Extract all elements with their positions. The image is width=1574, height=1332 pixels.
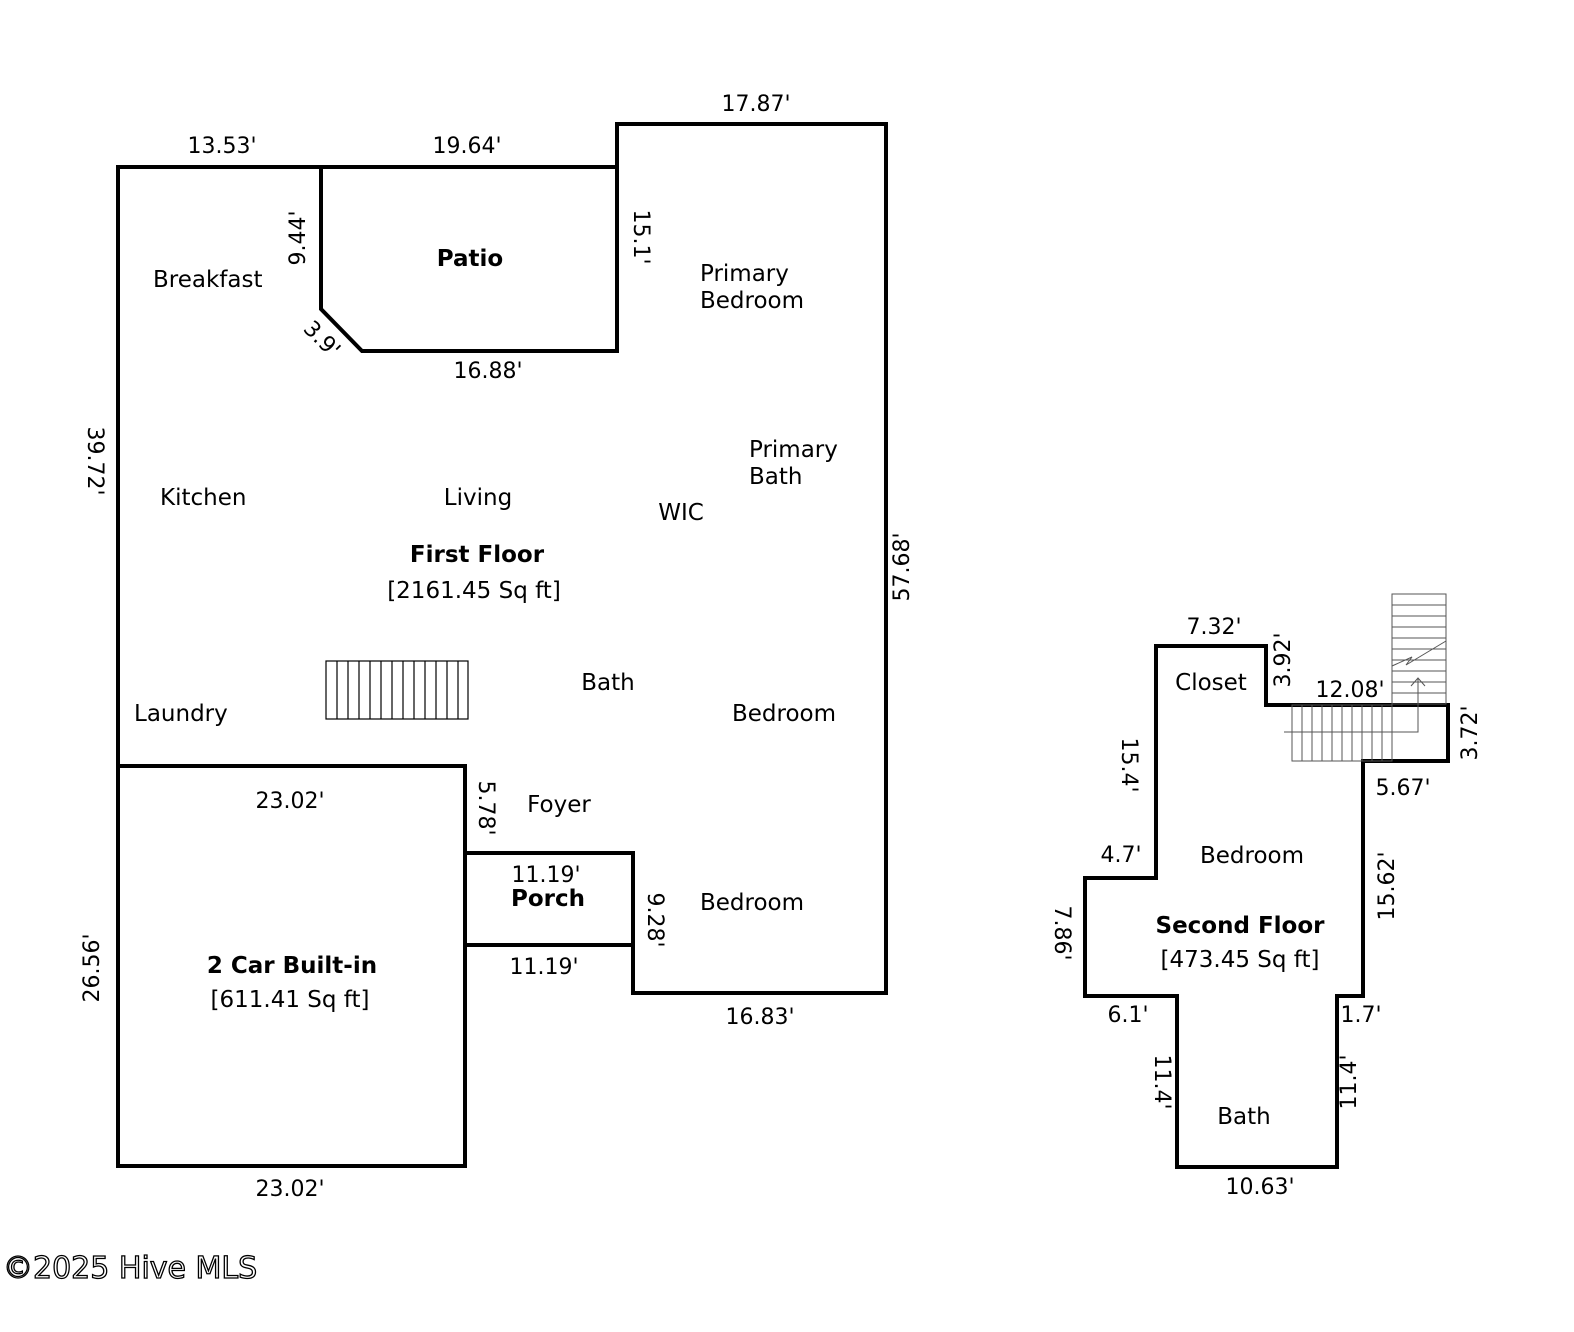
patio-outline (319, 167, 619, 353)
dim-patio-bottom: 16.88' (453, 359, 522, 384)
room-primary-bath-line2: Bath (749, 464, 802, 490)
dim-top-left: 13.53' (187, 134, 256, 159)
room-primary-bath-line1: Primary (749, 437, 838, 463)
first-floor-walls (116, 122, 888, 1168)
room-kitchen: Kitchen (160, 485, 246, 511)
second-floor-area: [473.45 Sq ft] (1161, 947, 1320, 973)
garage-title: 2 Car Built-in (207, 953, 377, 979)
dim-garage-bottom: 23.02' (255, 1177, 324, 1202)
room-sf-bedroom: Bedroom (1200, 843, 1304, 869)
dim-sf-left-upper: 15.4' (1116, 737, 1141, 792)
garage-area: [611.41 Sq ft] (211, 987, 370, 1013)
dim-sf-left-mid: 7.86' (1049, 905, 1074, 960)
dim-patio-left: 9.44' (286, 210, 311, 265)
garage-outline (116, 764, 467, 1168)
room-laundry: Laundry (134, 701, 228, 727)
room-breakfast: Breakfast (153, 267, 263, 293)
first-floor-dimensions: 13.53' 19.64' 17.87' 9.44' 15.1' 3.9' 16… (80, 92, 915, 1202)
dim-sf-stair-top: 12.08' (1315, 678, 1384, 703)
dim-bottom-right: 16.83' (725, 1005, 794, 1030)
first-floor-labels: Patio Breakfast Primary Bedroom Primary … (134, 246, 838, 1013)
dim-porch-top: 11.19' (511, 863, 580, 888)
second-floor-labels: Closet Bedroom Second Floor [473.45 Sq f… (1156, 670, 1326, 1130)
dim-porch-right: 9.28' (642, 892, 667, 947)
room-bath: Bath (581, 670, 634, 696)
dim-sf-bath-left: 11.4' (1149, 1054, 1174, 1109)
second-floor-title: Second Floor (1156, 913, 1326, 939)
dim-sf-bath-left-top: 6.1' (1107, 1003, 1148, 1028)
dim-sf-closet-right: 3.92' (1271, 632, 1296, 687)
dim-top-mid: 19.64' (432, 134, 501, 159)
dim-top-right: 17.87' (721, 92, 790, 117)
first-floor-title: First Floor (410, 542, 545, 568)
room-primary-bedroom-line1: Primary (700, 261, 789, 287)
dim-porch-bottom: 11.19' (509, 955, 578, 980)
room-bedroom-right: Bedroom (732, 701, 836, 727)
dim-sf-stair-right: 3.72' (1458, 705, 1483, 760)
dim-sf-bath-right: 11.4' (1337, 1054, 1362, 1109)
dim-foyer-side: 5.78' (473, 780, 498, 835)
second-floor-stairs (1284, 593, 1447, 762)
dim-right-side: 57.68' (890, 532, 915, 601)
dim-left-lower: 26.56' (80, 933, 105, 1002)
dim-sf-right-mid: 15.62' (1375, 851, 1400, 920)
dim-sf-bath-right-top: 1.7' (1340, 1003, 1381, 1028)
dim-garage-top: 23.02' (255, 789, 324, 814)
watermark: ©2025 Hive MLS (3, 1251, 257, 1286)
room-sf-bath: Bath (1217, 1104, 1270, 1130)
dim-patio-right: 15.1' (628, 209, 653, 264)
room-porch: Porch (511, 886, 585, 912)
first-floor-area: [2161.45 Sq ft] (387, 578, 561, 604)
room-sf-closet: Closet (1175, 670, 1247, 696)
dim-left-upper: 39.72' (82, 426, 107, 495)
dim-sf-top: 7.32' (1186, 615, 1241, 640)
room-wic: WIC (658, 500, 704, 526)
dim-sf-step-left: 4.7' (1100, 843, 1141, 868)
dim-sf-step-right: 5.67' (1375, 776, 1430, 801)
room-bedroom-lower: Bedroom (700, 890, 804, 916)
room-primary-bedroom-line2: Bedroom (700, 288, 804, 314)
room-living: Living (444, 485, 512, 511)
porch-outline (465, 851, 635, 947)
first-floor-stairs (325, 660, 469, 720)
room-patio: Patio (437, 246, 503, 272)
room-foyer: Foyer (527, 792, 591, 818)
second-floor-dimensions: 7.32' 3.92' 12.08' 3.72' 15.4' 5.67' 4.7… (1049, 615, 1483, 1200)
dim-sf-bottom: 10.63' (1225, 1175, 1294, 1200)
